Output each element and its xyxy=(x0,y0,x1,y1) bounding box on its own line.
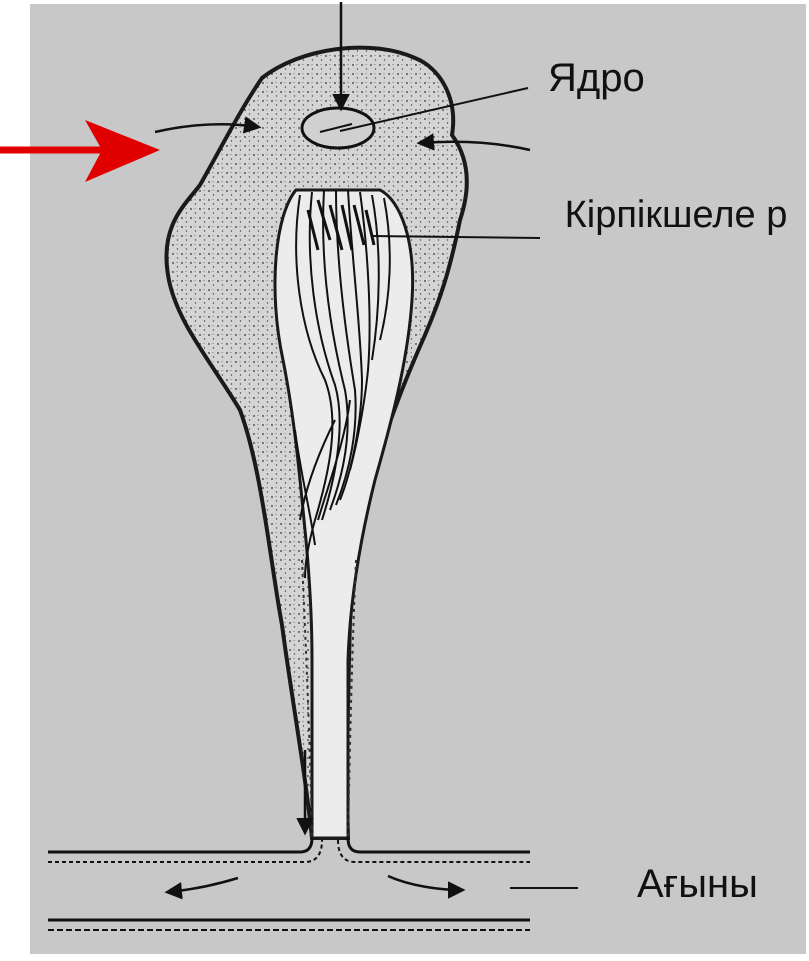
label-cilia: Кірпікшеле р xyxy=(560,185,792,245)
label-flow: Ағыны xyxy=(637,862,758,907)
label-nucleus: Ядро xyxy=(548,56,645,101)
